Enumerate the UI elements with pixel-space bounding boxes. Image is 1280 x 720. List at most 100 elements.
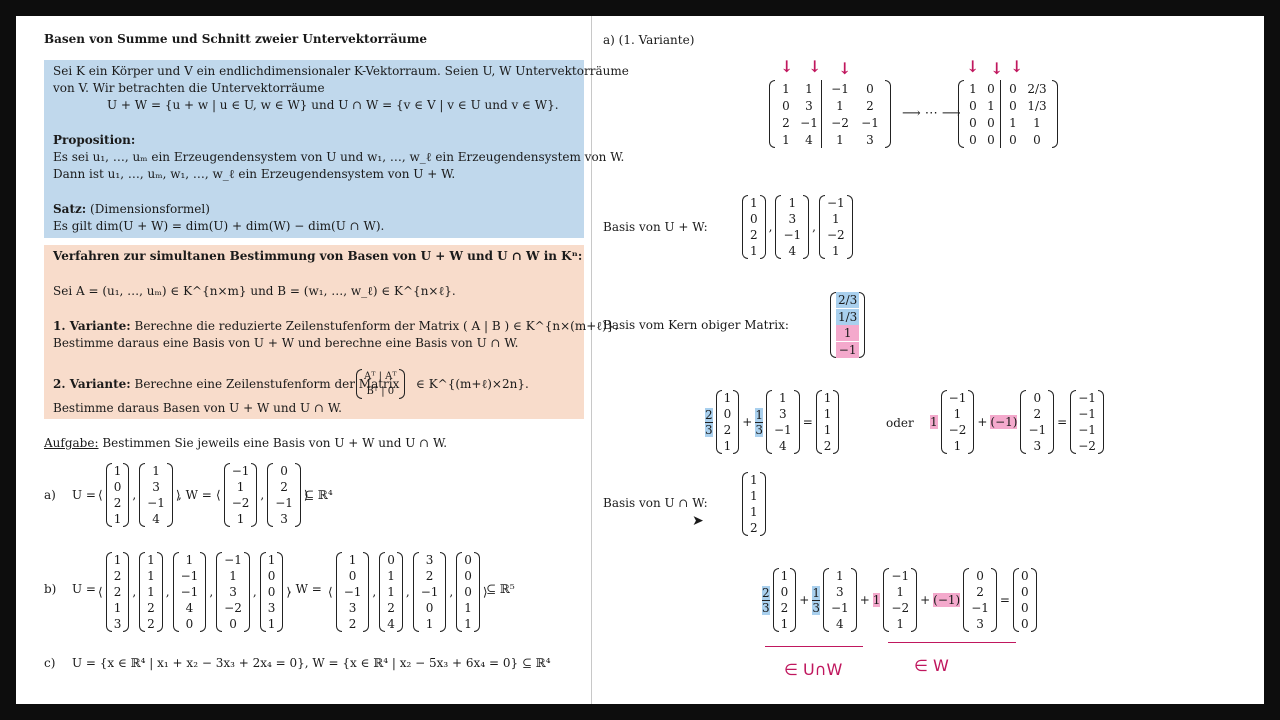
- matrix-entry: 0: [1020, 601, 1029, 615]
- matrix-entry: 0: [976, 569, 984, 583]
- matrix-entry: 1: [823, 423, 832, 437]
- matrix-entry: −1: [831, 81, 849, 96]
- matrix-entry: 2: [387, 601, 395, 615]
- math-symbol: ⟩: [286, 585, 292, 599]
- right-bracket: [294, 463, 301, 527]
- matrix-entry: −1: [783, 228, 802, 242]
- math-symbol: ,: [132, 585, 137, 599]
- matrix-entry: 1: [836, 98, 844, 113]
- matrix-entry: 2: [750, 521, 758, 535]
- matrix-entry: 1: [823, 407, 832, 421]
- task-a-u-label: U =: [72, 488, 96, 502]
- matrix-entry: 3: [866, 132, 874, 147]
- task-c-label: c): [44, 656, 56, 670]
- matrix-entry: 1: [147, 569, 155, 583]
- matrix-entry: 0: [425, 601, 434, 615]
- right-bracket: [833, 390, 840, 454]
- math-symbol: ,: [449, 585, 454, 599]
- matrix-entry: −1: [891, 569, 910, 583]
- matrix-entry: −1: [948, 391, 967, 405]
- left-bracket: [216, 552, 223, 632]
- def-line-3: U + W = {u + w | u ∈ U, w ∈ W} und U ∩ W…: [107, 98, 559, 112]
- matrix-entry: 1: [750, 244, 758, 258]
- matrix-entry: 2: [280, 480, 288, 494]
- underline-w: [888, 636, 1016, 643]
- left-bracket: [765, 390, 772, 454]
- matrix-entry: 0: [185, 617, 194, 631]
- matrix-entry: 1: [229, 569, 237, 583]
- matrix-entry: 4: [836, 617, 844, 631]
- matrix-entry: −1: [773, 423, 792, 437]
- column-vector: −1−1−1−2: [1070, 390, 1104, 454]
- math-symbol: ,: [165, 585, 170, 599]
- left-bracket: [958, 80, 964, 148]
- right-bracket: [885, 80, 891, 148]
- right-bracket: [968, 390, 975, 454]
- right-bracket: [793, 390, 800, 454]
- right-bracket: [473, 552, 480, 632]
- kernel-label: Basis vom Kern obiger Matrix:: [603, 318, 789, 332]
- matrix-entry: 2: [780, 601, 789, 615]
- task-b-w-label: , W =: [288, 582, 322, 596]
- matrix-entry: −1: [224, 553, 242, 567]
- math-symbol: +: [859, 593, 870, 607]
- right-bracket: [1030, 568, 1037, 632]
- matrix-entry: 4: [152, 512, 160, 526]
- matrix-entry: 1: [1009, 115, 1017, 130]
- math-symbol: +: [920, 593, 931, 607]
- math-symbol: ,: [252, 585, 257, 599]
- matrix-entry: 0: [1033, 132, 1041, 147]
- left-bracket: [379, 552, 386, 632]
- definition-box: [44, 60, 584, 238]
- variant-1-text-b: Bestimme daraus eine Basis von U + W und…: [53, 336, 519, 350]
- matrix-entry: 1: [779, 391, 787, 405]
- matrix-entry: −1: [830, 601, 849, 615]
- matrix-entry: 0: [1020, 617, 1029, 631]
- matrix-entry: 1: [113, 601, 122, 615]
- matrix-entry: 1: [723, 439, 732, 453]
- oder-text: oder: [886, 416, 914, 430]
- matrix-entry: −1: [180, 569, 199, 583]
- matrix-entry: 1: [348, 553, 357, 567]
- matrix-entry: 2: [1033, 407, 1042, 421]
- matrix-entry: 1: [1033, 115, 1041, 130]
- proposition-label: Proposition:: [53, 133, 136, 147]
- matrix-entry: 1: [147, 553, 155, 567]
- matrix-entry: 2: [823, 439, 832, 453]
- task-text: Bestimmen Sie jeweils eine Basis von U +…: [98, 436, 448, 450]
- matrix-entry: 2: [348, 617, 357, 631]
- proposition-line-1: Es sei u₁, …, uₘ ein Erzeugendensystem v…: [53, 150, 625, 164]
- matrix-entry: 3: [805, 98, 813, 113]
- right-bracket: [200, 552, 207, 632]
- matrix-entry: 1: [185, 553, 194, 567]
- matrix-entry: −1: [827, 196, 845, 210]
- procedure-box: [44, 245, 584, 419]
- left-bracket: [172, 552, 179, 632]
- matrix-entry: 1: [782, 81, 790, 96]
- pivot-arrow-1: ↓: [780, 57, 794, 76]
- math-symbol: ⟨: [98, 488, 103, 502]
- matrix-entry: 0: [280, 464, 288, 478]
- right-bracket: [790, 568, 797, 632]
- matrix-entry: 0: [267, 569, 276, 583]
- variant-2-end: ∈ K^{(m+ℓ)×2n}.: [416, 377, 529, 391]
- left-bracket: [815, 390, 822, 454]
- math-symbol: ,: [768, 220, 773, 234]
- matrix-entry: 3: [1033, 439, 1042, 453]
